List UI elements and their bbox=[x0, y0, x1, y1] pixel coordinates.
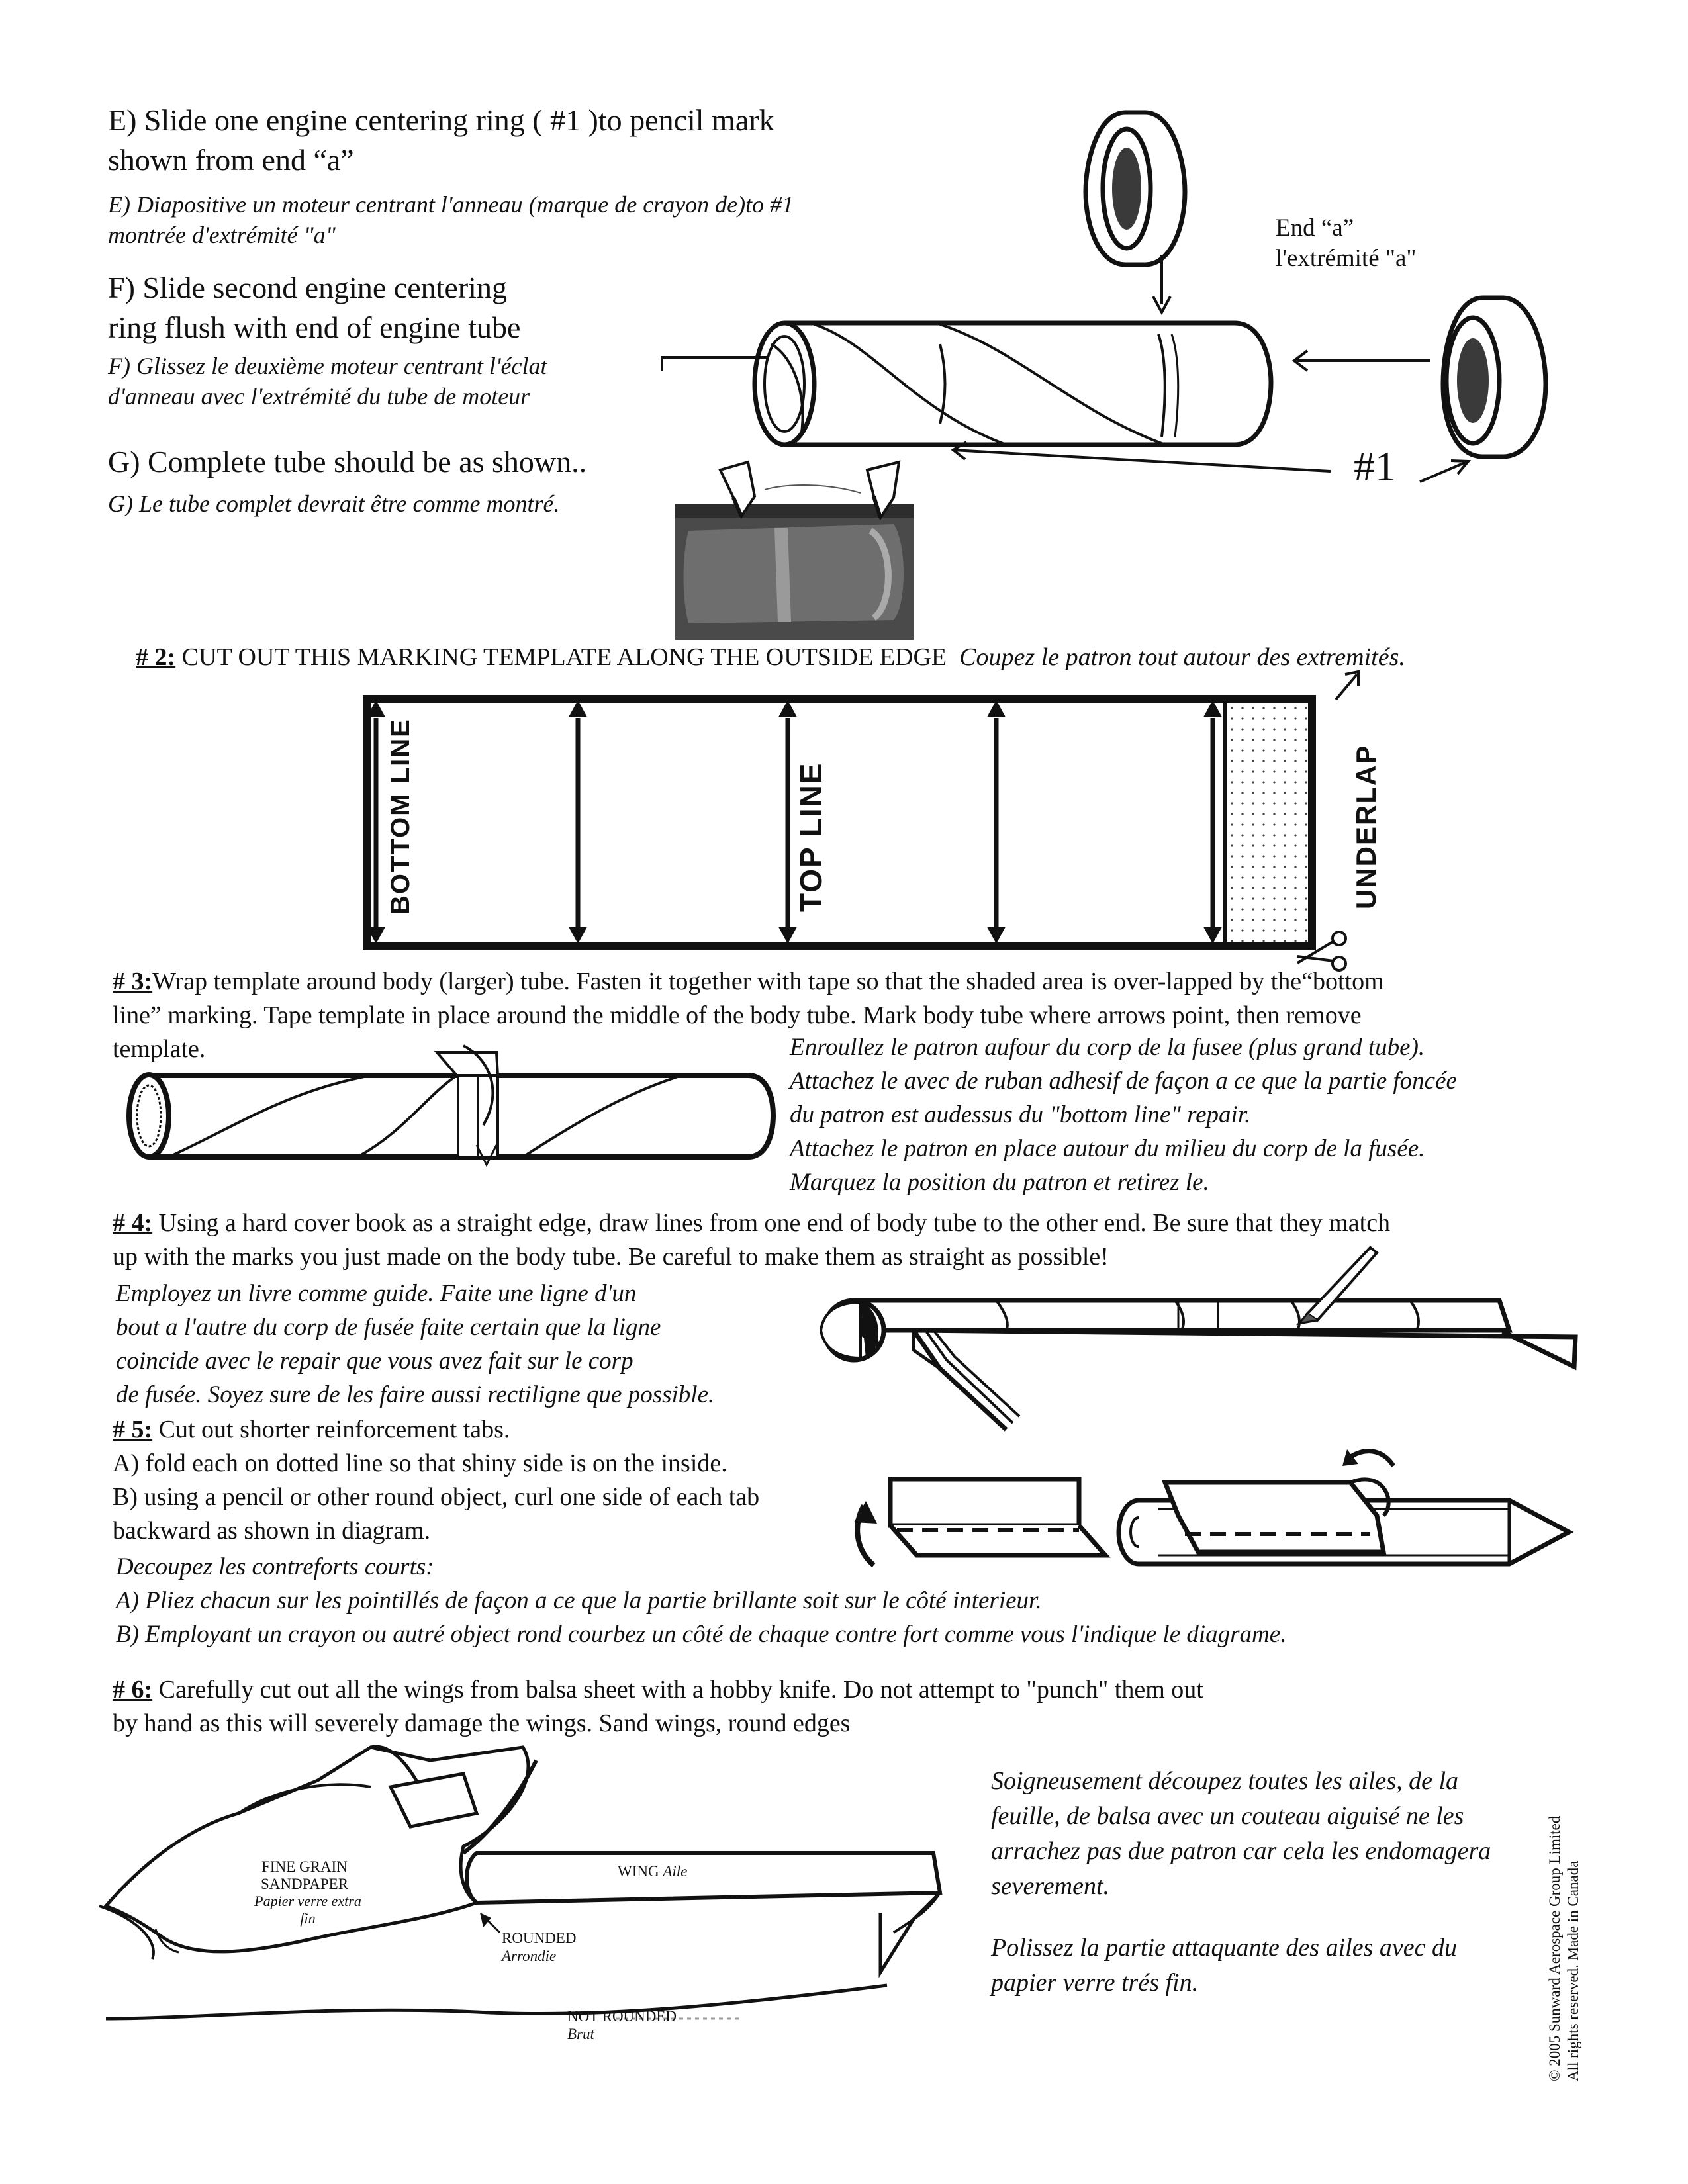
not-rounded-label: NOT ROUNDED Brut bbox=[567, 2007, 677, 2043]
rounded-label: ROUNDED Arrondie bbox=[502, 1929, 576, 1965]
sandpaper-label-line1: FINE GRAIN bbox=[238, 1858, 371, 1876]
wing-label-en: WING bbox=[618, 1863, 659, 1880]
rounded-label-en: ROUNDED bbox=[502, 1929, 576, 1947]
not-rounded-label-fr: Brut bbox=[567, 2025, 677, 2043]
sandpaper-label: FINE GRAIN SANDPAPER Papier verre extra … bbox=[238, 1858, 371, 1927]
rounded-label-fr: Arrondie bbox=[502, 1947, 576, 1965]
wing-label: WING Aile bbox=[618, 1863, 687, 1880]
sandpaper-label-line2: SANDPAPER bbox=[238, 1876, 371, 1893]
sandpaper-label-fr: Papier verre extra fin bbox=[245, 1893, 371, 1927]
wing-sanding-diagram bbox=[0, 0, 1688, 2118]
wing-label-fr: Aile bbox=[663, 1863, 687, 1880]
not-rounded-label-en: NOT ROUNDED bbox=[567, 2007, 677, 2025]
copyright-line2: All rights reserved. Made in Canada bbox=[1564, 1816, 1583, 2081]
copyright-line1: © 2005 Sunward Aerospace Group Limited bbox=[1546, 1816, 1564, 2081]
copyright-notice: © 2005 Sunward Aerospace Group Limited A… bbox=[1546, 1816, 1583, 2081]
